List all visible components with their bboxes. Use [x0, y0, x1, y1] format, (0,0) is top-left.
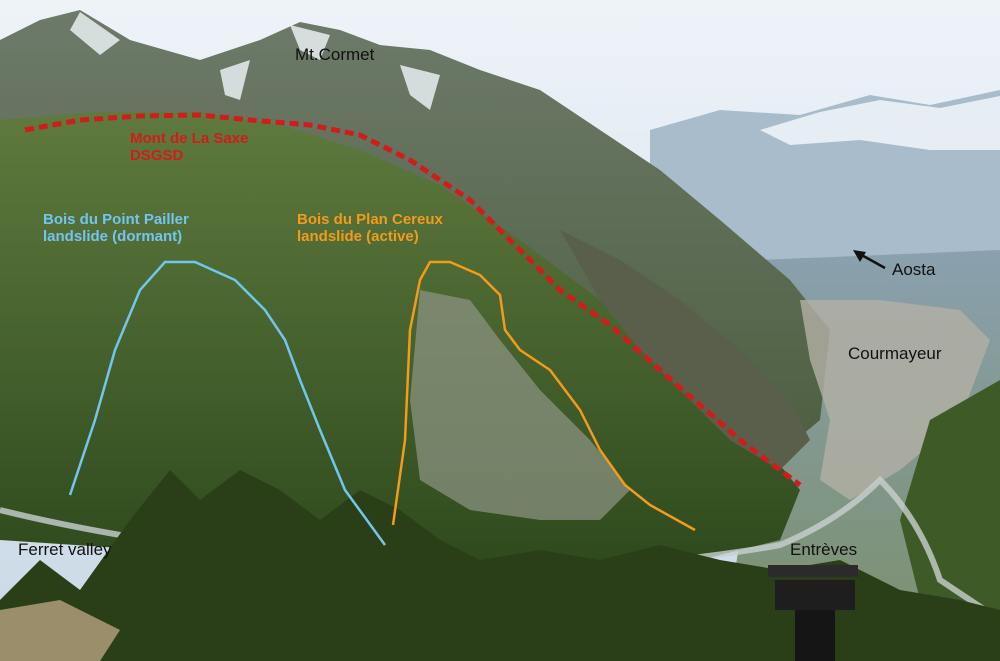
- label-mont-de-la-saxe-line1: Mont de La Saxe: [130, 130, 249, 147]
- foreground-meadow: [0, 600, 120, 661]
- label-bois-plan-cereux-line2: landslide (active): [297, 228, 419, 246]
- town-courmayeur: [800, 300, 990, 500]
- label-bois-point-pailler: Bois du Point Pailler landslide (dormant…: [43, 211, 189, 246]
- label-entreves: Entrèves: [790, 540, 858, 559]
- label-mont-de-la-saxe: Mont de La Saxe DSGSD: [130, 130, 248, 165]
- label-ferret-valley: Ferret valley: [18, 540, 112, 559]
- landslide-scar: [410, 290, 630, 520]
- label-courmayeur: Courmayeur: [848, 344, 942, 363]
- foreground-trees: [0, 470, 1000, 661]
- label-bois-point-pailler-line2: landslide (dormant): [43, 228, 183, 246]
- right-hillside: [900, 380, 1000, 620]
- label-bois-plan-cereux-line1: Bois du Plan Cereux: [297, 211, 443, 228]
- distant-snow: [760, 96, 1000, 150]
- aosta-arrow: [853, 250, 886, 270]
- label-aosta: Aosta: [892, 260, 936, 279]
- dormant-landslide-outline: [68, 260, 387, 546]
- label-mont-de-la-saxe-line2: DSGSD: [130, 147, 184, 165]
- label-bois-plan-cereux: Bois du Plan Cereux landslide (active): [297, 211, 443, 246]
- rocky-cliff: [560, 230, 810, 470]
- cable-car-pylon: [768, 565, 858, 661]
- label-mt-cormet: Mt.Cormet: [295, 45, 375, 64]
- active-landslide-outline: [391, 260, 696, 532]
- label-bois-point-pailler-line1: Bois du Point Pailler: [43, 211, 189, 228]
